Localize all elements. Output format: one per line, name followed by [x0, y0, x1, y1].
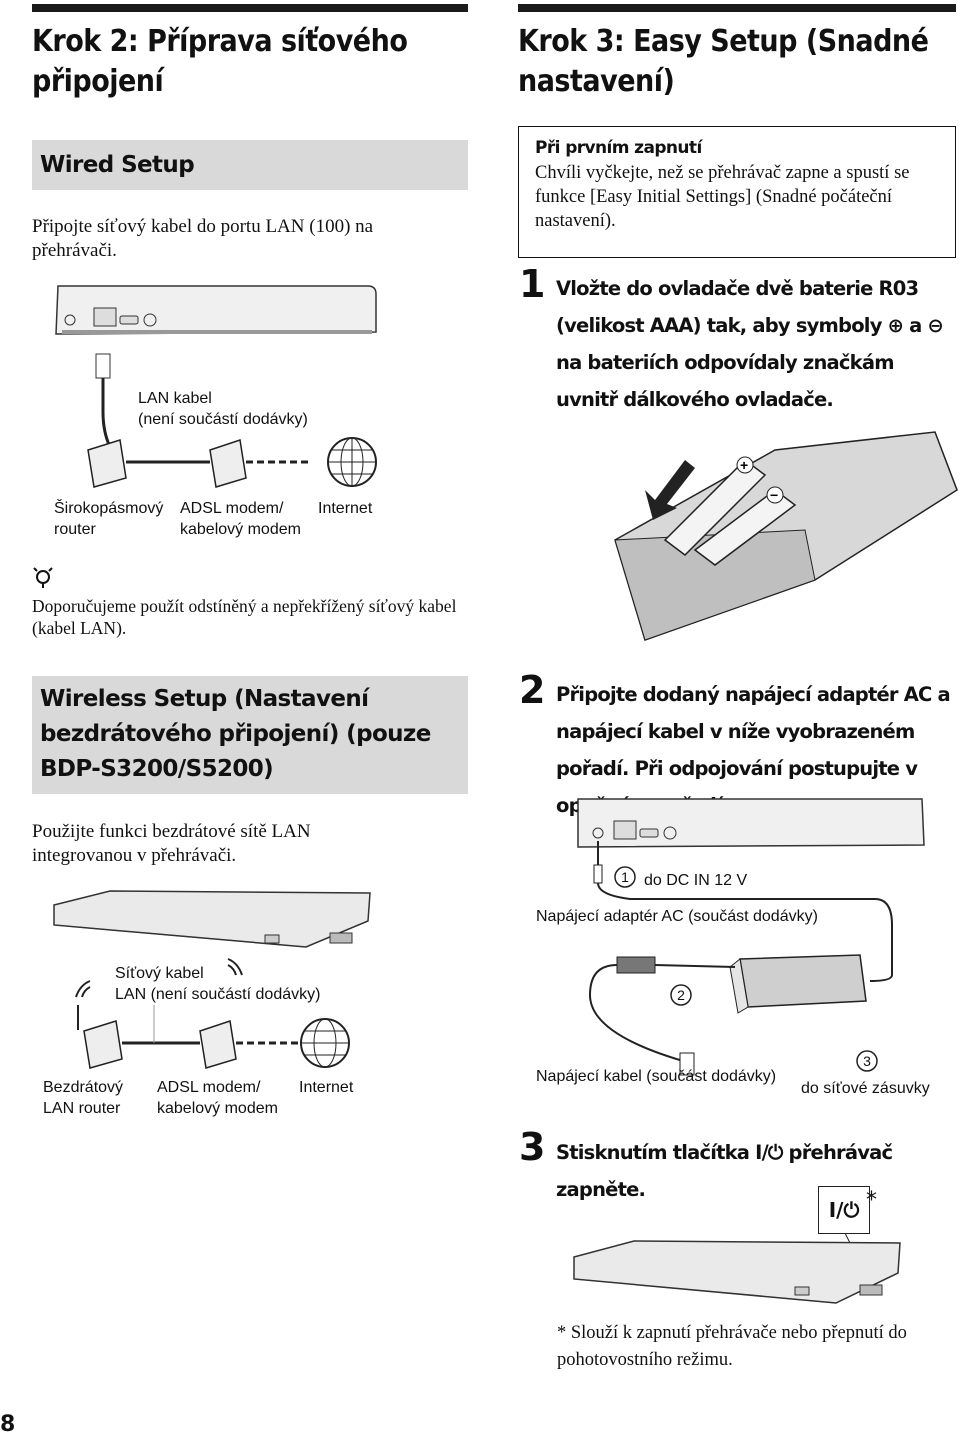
wired-setup-title: Wired Setup: [40, 152, 195, 178]
callout2-number: 2: [677, 987, 685, 1003]
wired-setup-text: Připojte síťový kabel do portu LAN (100)…: [32, 216, 374, 261]
wireless-setup-text: Použijte funkci bezdrátové sítě LAN inte…: [32, 821, 311, 866]
wifi-signal-icon: [75, 958, 243, 998]
step3-heading: Krok 3: Easy Setup (Snadné nastavení): [518, 24, 929, 99]
player-rear-panel-power: [577, 798, 925, 848]
tip-text: Doporučujeme použít odstíněný a nepřekří…: [32, 596, 457, 638]
page-number: 8: [0, 1412, 16, 1437]
svg-text:−: −: [770, 487, 778, 503]
dc-cable: [597, 882, 893, 982]
player-front-power: [573, 1233, 901, 1304]
tip-lightbulb-icon: [33, 567, 53, 588]
router-device: [87, 439, 210, 488]
insert-arrow-icon: [645, 460, 695, 520]
player-front: [53, 890, 371, 948]
wired-setup-header: Wired Setup: [32, 140, 468, 190]
internet-globe-icon: [327, 437, 377, 487]
lan-cable: [95, 353, 112, 448]
wireless-modem-device: [199, 1020, 300, 1069]
ac-adapter: [729, 954, 867, 1014]
svg-text:+: +: [740, 457, 748, 473]
adapter-label: Napájecí adaptér AC (součást dodávky): [536, 908, 818, 925]
power-cable-label: Napájecí kabel (součást dodávky): [536, 1068, 777, 1085]
step1-number: 1: [519, 262, 545, 306]
wireless-router-label: Bezdrátový LAN router: [43, 1079, 124, 1117]
callout3-number: 3: [863, 1053, 871, 1069]
callout1-number: 1: [621, 869, 629, 885]
wireless-setup-title: Wireless Setup (Nastavení bezdrátového p…: [40, 686, 431, 782]
power-button-label: I/⏻: [828, 1198, 860, 1222]
step3-number: 3: [519, 1125, 545, 1169]
step1-text: Vložte do ovladače dvě baterie R03 (veli…: [556, 277, 944, 411]
wireless-connection-diagram: [53, 890, 371, 1069]
step3-text: Stisknutím tlačítka I/⏻ přehrávač zapnět…: [556, 1141, 893, 1201]
power-button[interactable]: I/⏻: [818, 1186, 870, 1234]
wireless-cable-label: Síťový kabel LAN (není součástí dodávky): [115, 965, 321, 1003]
right-top-rule: [518, 4, 956, 12]
router-label: Širokopásmový router: [54, 500, 164, 538]
lan-cable-label: LAN kabel (není součástí dodávky): [138, 390, 308, 428]
callout-2: [670, 984, 692, 1006]
step2-number: 2: [519, 668, 545, 712]
internet-label: Internet: [318, 500, 373, 517]
step2-heading: Krok 2: Příprava síťového připojení: [32, 24, 408, 99]
modem-device: [209, 439, 310, 488]
battery-2: −: [693, 486, 797, 566]
player-rear-panel: [55, 285, 377, 335]
wireless-setup-header: Wireless Setup (Nastavení bezdrátového p…: [32, 676, 468, 794]
battery-1: +: [663, 456, 767, 556]
wireless-router-device: [77, 1005, 200, 1069]
footnote: * Slouží k zapnutí přehrávače nebo přepn…: [557, 1323, 907, 1370]
note-title: Při prvním zapnutí: [535, 138, 702, 158]
modem-label: ADSL modem/ kabelový modem: [180, 500, 301, 538]
note-text: Chvíli vyčkejte, než se přehrávač zapne …: [535, 163, 910, 231]
callout-3: [856, 1050, 878, 1072]
wireless-internet-label: Internet: [299, 1079, 354, 1096]
wireless-internet-globe-icon: [300, 1018, 350, 1068]
power-button-footnote-star: *: [866, 1188, 877, 1213]
wired-connection-diagram: [55, 285, 377, 488]
wireless-modem-label: ADSL modem/ kabelový modem: [157, 1079, 278, 1117]
remote-battery-illustration: + −: [614, 431, 958, 641]
power-connection-diagram: [577, 798, 925, 1076]
power-cable: [588, 956, 736, 1076]
left-top-rule: [32, 4, 468, 12]
callout3-label: do síťové zásuvky: [801, 1080, 930, 1097]
callout-1: [614, 866, 636, 888]
callout1-label: do DC IN 12 V: [644, 872, 748, 889]
first-power-on-note: Při prvním zapnutí Chvíli vyčkejte, než …: [518, 126, 956, 258]
